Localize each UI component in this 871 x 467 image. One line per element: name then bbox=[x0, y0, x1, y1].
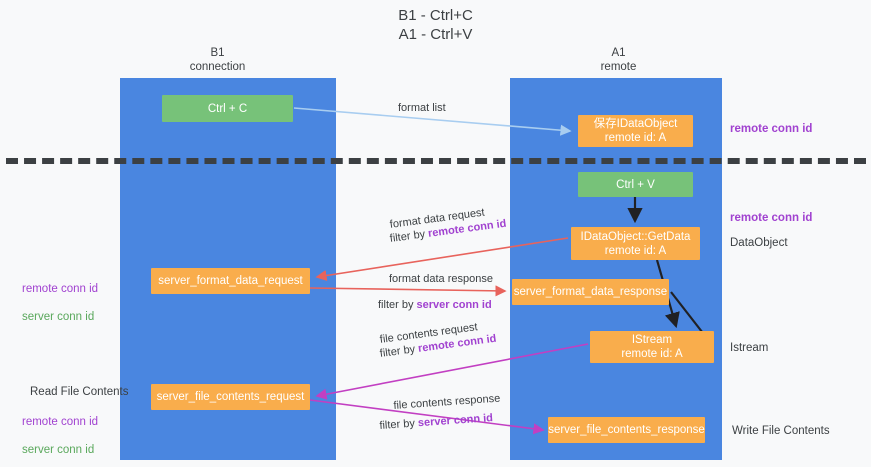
annotation-write-file-contents: Write File Contents bbox=[732, 425, 830, 437]
annotation-remote-conn-id-left-2: remote conn id bbox=[22, 416, 99, 428]
annotation-istream: Istream bbox=[730, 342, 769, 354]
edge-label-format-data-response-filter: filter by server conn id bbox=[378, 298, 492, 312]
connector-format-data-response bbox=[309, 285, 507, 297]
box-server-file-contents-response[interactable]: server_file_contents_response bbox=[548, 417, 705, 443]
box-istream[interactable]: IStream remote id: A bbox=[590, 331, 714, 363]
annotation-dataobject: DataObject bbox=[730, 237, 788, 249]
annotation-remote-conn-id-top: remote conn id bbox=[730, 123, 813, 135]
diagram-title: B1 - Ctrl+C A1 - Ctrl+V bbox=[398, 7, 473, 43]
annotation-server-conn-id-left-2: server conn id bbox=[22, 444, 95, 456]
box-ctrl-c[interactable]: Ctrl + C bbox=[162, 95, 293, 122]
edge-label-file-contents-response-filter: filter by server conn id bbox=[379, 411, 493, 433]
annotation-remote-conn-id-mid: remote conn id bbox=[730, 212, 813, 224]
filter-prefix: filter by bbox=[378, 299, 417, 311]
filter-key-server-conn-id: server conn id bbox=[416, 299, 492, 311]
column-header-a1: A1 remote bbox=[600, 47, 637, 73]
box-idataobject-getdata[interactable]: IDataObject::GetData remote id: A bbox=[571, 227, 700, 260]
edge-label-file-contents-response: file contents response bbox=[393, 392, 501, 412]
box-server-format-data-response[interactable]: server_format_data_response bbox=[512, 279, 669, 305]
filter-prefix: filter by bbox=[389, 227, 429, 245]
annotation-read-file-contents: Read File Contents bbox=[30, 386, 129, 398]
box-server-format-data-request[interactable]: server_format_data_request bbox=[151, 268, 310, 294]
box-save-idataobject[interactable]: 保存IDataObject remote id: A bbox=[578, 115, 693, 147]
box-ctrl-v[interactable]: Ctrl + V bbox=[578, 172, 693, 197]
annotation-left-conn-ids: remote conn id server conn id bbox=[22, 268, 98, 324]
edge-label-format-data-response: format data response bbox=[389, 273, 493, 285]
box-server-file-contents-request[interactable]: server_file_contents_request bbox=[151, 384, 310, 410]
filter-prefix: filter by bbox=[379, 417, 419, 432]
annotation-remote-conn-id-left: remote conn id bbox=[22, 283, 99, 295]
filter-prefix: filter by bbox=[379, 342, 419, 360]
annotation-server-conn-id-left: server conn id bbox=[22, 311, 95, 323]
edge-label-format-list: format list bbox=[398, 102, 446, 114]
annotation-left-conn-ids-2: remote conn id server conn id bbox=[22, 401, 98, 457]
filter-key-server-conn-id-2: server conn id bbox=[417, 412, 494, 430]
phase-divider-dashed-line bbox=[6, 158, 866, 164]
column-header-b1: B1 connection bbox=[189, 47, 246, 73]
